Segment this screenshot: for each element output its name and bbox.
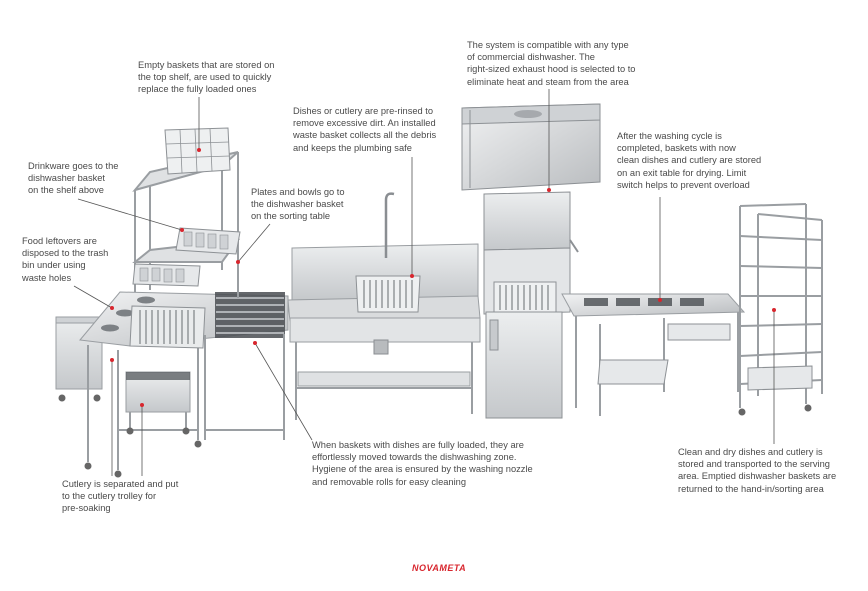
callout-dishes-prerinsed: Dishes or cutlery are pre-rinsed to remo… (293, 106, 437, 153)
glass-basket-lower (132, 263, 201, 287)
plates-basket-sorting (129, 305, 206, 349)
callout-plates-bowls: Plates and bowls go to the dishwasher ba… (251, 187, 345, 222)
drinkware-basket (175, 227, 241, 255)
callout-food-leftovers: Food leftovers are disposed to the trash… (22, 236, 109, 283)
callout-empty-baskets: Empty baskets that are stored on the top… (138, 60, 275, 95)
callout-after-washing: After the washing cycle is completed, ba… (617, 131, 762, 190)
cutlery-trolley (125, 371, 191, 435)
callout-clean-dry: Clean and dry dishes and cutlery is stor… (678, 447, 837, 494)
leader-lines (73, 89, 776, 476)
exit-table (561, 293, 746, 416)
callout-drinkware: Drinkware goes to the dishwasher basket … (28, 161, 119, 196)
novameta-logo: NOVAMETA (412, 563, 467, 573)
exhaust-hood (461, 103, 601, 191)
callout-system-compatible: The system is compatible with any type o… (467, 40, 636, 87)
callout-cutlery: Cutlery is separated and put to the cutl… (62, 479, 179, 514)
callout-baskets-loaded: When baskets with dishes are fully loade… (312, 440, 533, 487)
prerinse-sink-unit (287, 192, 481, 420)
dishwasher (483, 191, 579, 419)
